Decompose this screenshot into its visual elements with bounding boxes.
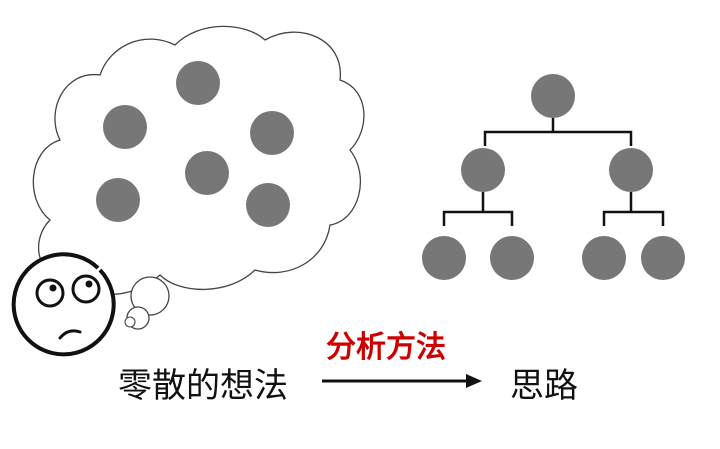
idea-node [185, 151, 229, 195]
tree-nodes [422, 74, 685, 280]
tree-node-left [461, 148, 505, 192]
pupil-left [49, 284, 57, 292]
confused-face-icon [11, 252, 116, 357]
thought-bubble-large [130, 276, 170, 316]
idea-node [96, 178, 140, 222]
scattered-ideas-label: 零散的想法 [118, 366, 288, 406]
tree-node-leaf [641, 236, 685, 280]
tree-node-leaf [582, 236, 626, 280]
eye-right [71, 274, 101, 304]
result-label: 思路 [510, 366, 578, 406]
idea-node [176, 61, 220, 105]
arrow-head [466, 374, 482, 388]
pupil-right [85, 280, 93, 288]
transform-arrow [322, 374, 482, 388]
tree-connectors [442, 118, 665, 226]
idea-node [103, 105, 147, 149]
tree-node-right [609, 148, 653, 192]
idea-node [250, 111, 294, 155]
tree-node-leaf [422, 236, 466, 280]
idea-node [246, 183, 290, 227]
tree-node-root [531, 74, 575, 118]
method-label: 分析方法 [326, 330, 446, 365]
mouth [58, 329, 82, 340]
scattered-nodes [96, 61, 294, 227]
thought-bubble-tiny [124, 316, 136, 328]
tree-node-leaf [490, 236, 534, 280]
eye-left [35, 278, 65, 308]
